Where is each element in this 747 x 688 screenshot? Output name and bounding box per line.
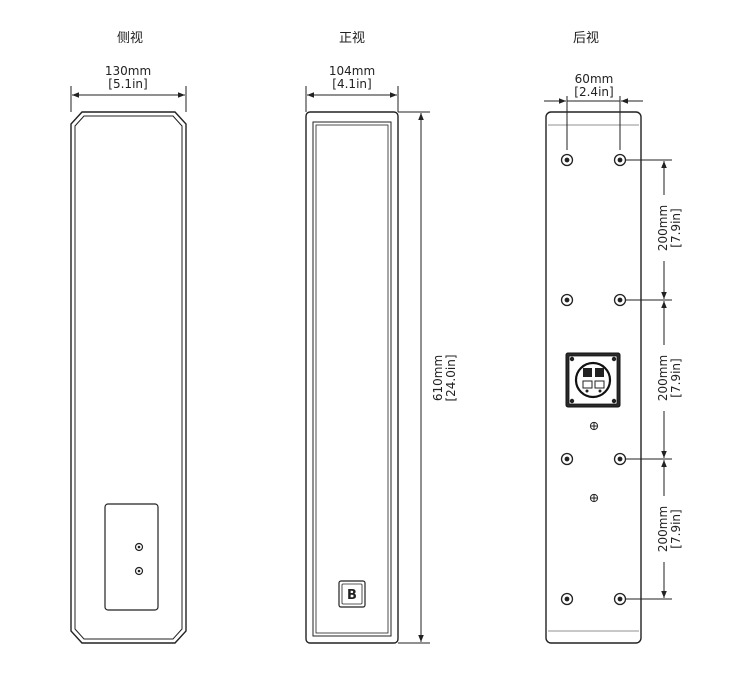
front-view-title: 正视 [339, 31, 365, 46]
front-grille-frame [312, 121, 392, 637]
back-width-mm: 60mm [575, 72, 614, 86]
front-height-label-bg [426, 340, 460, 416]
side-body-outline [70, 111, 187, 644]
back-body-outline [545, 111, 642, 644]
side-width-in: [5.1in] [108, 77, 147, 91]
front-logo-badge [338, 580, 366, 608]
side-mount-hole-upper-center [137, 545, 141, 549]
side-body-inner-outline [74, 115, 183, 640]
back-spacing-3-mm: 200mm [656, 506, 670, 552]
back-mount-hole [560, 592, 574, 606]
back-spacing-1-mm: 200mm [656, 205, 670, 251]
side-view: 侧视 130mm [5.1in] [70, 31, 187, 644]
front-height-in: [24.0in] [444, 354, 458, 401]
back-mount-hole [560, 293, 574, 307]
front-height-mm: 610mm [431, 355, 445, 401]
back-screw [589, 493, 599, 503]
back-mount-hole [560, 452, 574, 466]
back-spacing-label-bg-1 [654, 195, 684, 261]
front-view: 正视 104mm [4.1in] B 610mm [24.0in] [305, 31, 460, 644]
back-mount-hole [613, 293, 627, 307]
back-mount-hole [560, 153, 574, 167]
side-mounting-plate [104, 503, 159, 611]
front-logo-glyph: B [347, 588, 357, 603]
back-spacing-3-in: [7.9in] [669, 509, 683, 548]
front-logo-badge-inner [341, 583, 363, 605]
back-spacing-2-mm: 200mm [656, 355, 670, 401]
back-screw [589, 421, 599, 431]
back-mount-hole [613, 153, 627, 167]
back-spacing-label-bg-3 [654, 496, 684, 562]
back-input-connector [565, 352, 621, 408]
back-mount-hole [613, 592, 627, 606]
side-width-mm: 130mm [105, 64, 151, 78]
front-width-in: [4.1in] [332, 77, 371, 91]
back-spacing-1-in: [7.9in] [669, 208, 683, 247]
back-mount-hole [613, 452, 627, 466]
side-view-title: 侧视 [117, 31, 143, 46]
side-mount-hole-lower-center [137, 569, 141, 573]
back-spacing-label-bg-2 [654, 345, 684, 411]
back-view: 后视 60mm [2.4in] [544, 31, 684, 644]
back-view-title: 后视 [573, 31, 599, 46]
front-grille-inner [315, 124, 389, 634]
back-width-in: [2.4in] [574, 85, 613, 99]
front-width-mm: 104mm [329, 64, 375, 78]
front-body-outline [305, 111, 399, 644]
back-spacing-2-in: [7.9in] [669, 358, 683, 397]
